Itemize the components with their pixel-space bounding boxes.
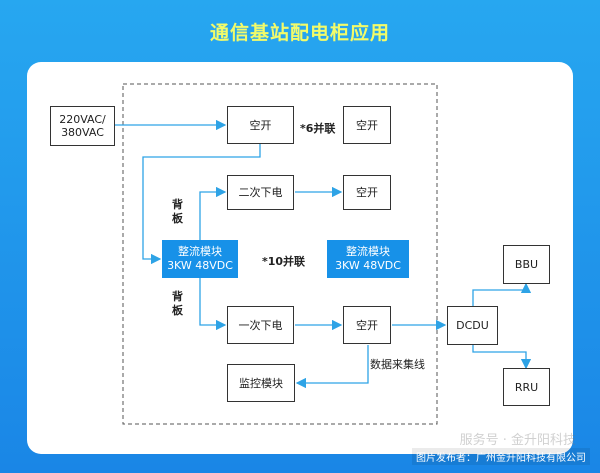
ten-parallel-label: *10并联 — [262, 255, 306, 268]
rru-box: RRU — [503, 368, 550, 406]
backplane-label-top: 背板 — [172, 198, 183, 225]
arrow-rectifier-to-secondary — [199, 186, 227, 240]
data-bus-label: 数据来集线 — [370, 358, 425, 371]
rectifier-module-2: 整流模块 3KW 48VDC — [327, 240, 409, 278]
backplane-label-bottom: 背板 — [172, 290, 183, 317]
monitor-module-box: 监控模块 — [227, 364, 295, 402]
secondary-power-box: 二次下电 — [227, 175, 294, 210]
cabinet-outline — [122, 83, 438, 425]
arrow-breaker-to-monitor — [295, 345, 369, 389]
rectifier-2-name: 整流模块 — [346, 245, 390, 258]
rectifier-1-spec: 3KW 48VDC — [167, 259, 233, 272]
six-parallel-label: *6并联 — [300, 122, 336, 135]
arrow-rectifier-to-primary — [199, 278, 227, 331]
watermark: 服务号 · 金升阳科技 — [459, 433, 576, 448]
right-breaker-box: 空开 — [343, 106, 391, 144]
primary-breaker-box: 空开 — [343, 306, 391, 344]
primary-power-box: 一次下电 — [227, 306, 294, 344]
arrow-dcdu-to-bbu — [472, 282, 532, 306]
arrow-dcdu-to-rru — [472, 345, 532, 370]
bbu-box: BBU — [503, 245, 550, 284]
input-voltage-box: 220VAC/ 380VAC — [50, 106, 115, 146]
arrow-breaker-to-rectifier — [142, 144, 261, 265]
rectifier-1-name: 整流模块 — [178, 245, 222, 258]
image-credit: 图片发布者：广州金升阳科技有限公司 — [412, 448, 590, 465]
dcdu-box: DCDU — [447, 306, 498, 345]
rectifier-2-spec: 3KW 48VDC — [335, 259, 401, 272]
secondary-breaker-box: 空开 — [343, 175, 391, 210]
rectifier-module-1: 整流模块 3KW 48VDC — [162, 240, 238, 278]
main-breaker-box: 空开 — [227, 106, 294, 144]
diagram-title: 通信基站配电柜应用 — [209, 22, 390, 44]
diagram-panel — [27, 62, 573, 454]
